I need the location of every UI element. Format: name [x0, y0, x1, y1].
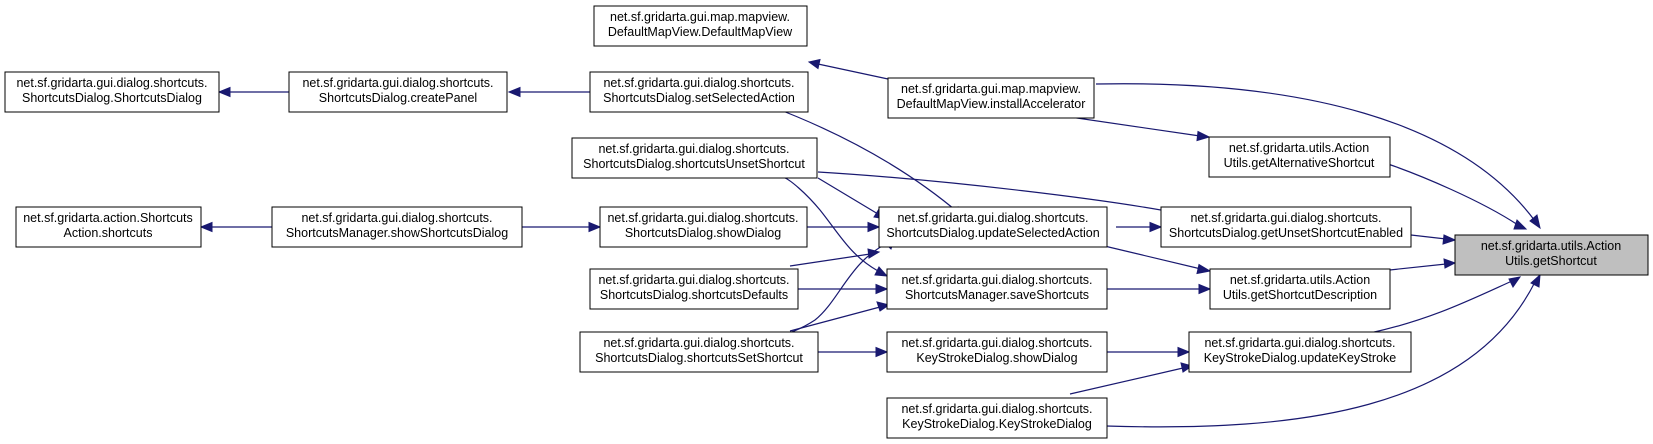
- node-shortcuts-dialog-constructor[interactable]: net.sf.gridarta.gui.dialog.shortcuts. Sh…: [4, 71, 220, 113]
- nodes: net.sf.gridarta.gui.dialog.shortcuts. Sh…: [4, 5, 1649, 439]
- node-shortcuts-set-shortcut[interactable]: net.sf.gridarta.gui.dialog.shortcuts. Sh…: [579, 331, 819, 373]
- node-label-line1: net.sf.gridarta.utils.Action: [1481, 239, 1621, 253]
- node-label-line1: net.sf.gridarta.gui.dialog.shortcuts.: [301, 211, 492, 225]
- node-label-line2: ShortcutsDialog.showDialog: [625, 226, 781, 240]
- node-label-line2: Action.shortcuts: [64, 226, 153, 240]
- node-get-alternative-shortcut[interactable]: net.sf.gridarta.utils.Action Utils.getAl…: [1208, 136, 1391, 178]
- edge-save-to-unset: [784, 177, 889, 277]
- edge-update-to-show: [807, 221, 881, 233]
- node-label-line2: ShortcutsDialog.ShortcutsDialog: [22, 91, 202, 105]
- edge-createpanel-to-ctor: [217, 86, 289, 98]
- node-default-map-view-constructor[interactable]: net.sf.gridarta.gui.map.mapview. Default…: [593, 5, 808, 47]
- edge-save-to-defaults: [798, 283, 889, 295]
- node-shortcuts-dialog-show[interactable]: net.sf.gridarta.gui.dialog.shortcuts. Sh…: [599, 206, 808, 248]
- edge-save-to-setsc: [789, 301, 891, 332]
- edges: [199, 58, 1541, 428]
- edge-root-to-desc: [1379, 258, 1457, 272]
- node-label-line2: DefaultMapView.DefaultMapView: [608, 25, 793, 39]
- node-save-shortcuts[interactable]: net.sf.gridarta.gui.dialog.shortcuts. Sh…: [886, 268, 1108, 310]
- node-shortcuts-action[interactable]: net.sf.gridarta.action.Shortcuts Action.…: [15, 206, 202, 248]
- edge-show-to-smshow: [522, 221, 602, 233]
- node-label-line1: net.sf.gridarta.gui.dialog.shortcuts.: [1190, 211, 1381, 225]
- node-label-line1: net.sf.gridarta.gui.dialog.shortcuts.: [1204, 336, 1395, 350]
- node-label-line1: net.sf.gridarta.gui.dialog.shortcuts.: [598, 273, 789, 287]
- edge-update-to-unset: [817, 177, 888, 220]
- node-label-line2: ShortcutsDialog.getUnsetShortcutEnabled: [1169, 226, 1403, 240]
- node-label-line2: KeyStrokeDialog.showDialog: [916, 351, 1077, 365]
- node-label-line2: ShortcutsManager.showShortcutsDialog: [286, 226, 508, 240]
- node-install-accelerator[interactable]: net.sf.gridarta.gui.map.mapview. Default…: [887, 77, 1095, 119]
- node-label-line2: Utils.getAlternativeShortcut: [1224, 156, 1375, 170]
- edge-ksshow-to-setsc: [818, 346, 889, 358]
- node-shortcuts-defaults[interactable]: net.sf.gridarta.gui.dialog.shortcuts. Sh…: [589, 268, 799, 310]
- edge-setselected-to-createpanel: [507, 86, 590, 98]
- node-get-shortcut-description[interactable]: net.sf.gridarta.utils.Action Utils.getSh…: [1209, 268, 1391, 310]
- node-shortcuts-unset-shortcut[interactable]: net.sf.gridarta.gui.dialog.shortcuts. Sh…: [571, 137, 818, 179]
- node-label-line1: net.sf.gridarta.gui.map.mapview.: [610, 10, 790, 24]
- edge-desc-to-update: [1095, 243, 1212, 275]
- node-label-line1: net.sf.gridarta.action.Shortcuts: [23, 211, 193, 225]
- edge-root-to-ksupdate: [1369, 276, 1522, 334]
- edge-alt-to-install: [1069, 116, 1211, 142]
- node-label-line2: Utils.getShortcut: [1505, 254, 1597, 268]
- node-keystroke-dialog-constructor[interactable]: net.sf.gridarta.gui.dialog.shortcuts. Ke…: [886, 397, 1108, 439]
- node-label-line2: KeyStrokeDialog.updateKeyStroke: [1204, 351, 1397, 365]
- node-label-line1: net.sf.gridarta.gui.dialog.shortcuts.: [598, 142, 789, 156]
- edge-root-to-alt: [1387, 163, 1528, 230]
- node-label-line2: ShortcutsDialog.createPanel: [319, 91, 477, 105]
- edge-shortcutsdlg-to-action: [199, 221, 272, 233]
- node-label-line2: DefaultMapView.installAccelerator: [897, 97, 1086, 111]
- node-get-shortcut-root[interactable]: net.sf.gridarta.utils.Action Utils.getSh…: [1454, 234, 1649, 276]
- node-label-line2: KeyStrokeDialog.KeyStrokeDialog: [902, 417, 1092, 431]
- node-label-line1: net.sf.gridarta.utils.Action: [1230, 273, 1370, 287]
- edge-install-to-mapctor: [807, 58, 889, 80]
- node-label-line2: ShortcutsDialog.shortcutsSetShortcut: [595, 351, 803, 365]
- node-label-line1: net.sf.gridarta.gui.map.mapview.: [901, 82, 1081, 96]
- node-label-line1: net.sf.gridarta.gui.dialog.shortcuts.: [603, 336, 794, 350]
- node-label-line1: net.sf.gridarta.gui.dialog.shortcuts.: [302, 76, 493, 90]
- node-label-line2: ShortcutsManager.saveShortcuts: [905, 288, 1089, 302]
- edge-getunset-to-update: [1116, 221, 1163, 233]
- node-label-line1: net.sf.gridarta.gui.dialog.shortcuts.: [901, 402, 1092, 416]
- node-label-line1: net.sf.gridarta.utils.Action: [1229, 141, 1369, 155]
- node-keystroke-show-dialog[interactable]: net.sf.gridarta.gui.dialog.shortcuts. Ke…: [886, 331, 1108, 373]
- node-get-unset-shortcut-enabled[interactable]: net.sf.gridarta.gui.dialog.shortcuts. Sh…: [1160, 206, 1412, 248]
- node-label-line1: net.sf.gridarta.gui.dialog.shortcuts.: [16, 76, 207, 90]
- edge-root-to-ksctor: [1105, 273, 1541, 428]
- node-update-selected-action[interactable]: net.sf.gridarta.gui.dialog.shortcuts. Sh…: [878, 206, 1108, 248]
- node-label-line2: ShortcutsDialog.shortcutsDefaults: [600, 288, 788, 302]
- node-create-panel[interactable]: net.sf.gridarta.gui.dialog.shortcuts. Sh…: [288, 71, 508, 113]
- edge-ksupdate-to-ksshow: [1107, 346, 1191, 358]
- node-show-shortcuts-dialog[interactable]: net.sf.gridarta.gui.dialog.shortcuts. Sh…: [271, 206, 523, 248]
- node-set-selected-action[interactable]: net.sf.gridarta.gui.dialog.shortcuts. Sh…: [589, 71, 809, 113]
- node-label-line2: Utils.getShortcutDescription: [1223, 288, 1377, 302]
- node-label-line2: ShortcutsDialog.shortcutsUnsetShortcut: [583, 157, 805, 171]
- node-label-line1: net.sf.gridarta.gui.dialog.shortcuts.: [607, 211, 798, 225]
- node-label-line1: net.sf.gridarta.gui.dialog.shortcuts.: [603, 76, 794, 90]
- edge-root-to-install: [1095, 83, 1541, 230]
- edge-root-to-getunset: [1410, 234, 1457, 245]
- node-update-keystroke[interactable]: net.sf.gridarta.gui.dialog.shortcuts. Ke…: [1188, 331, 1412, 373]
- node-label-line1: net.sf.gridarta.gui.dialog.shortcuts.: [901, 336, 1092, 350]
- node-label-line1: net.sf.gridarta.gui.dialog.shortcuts.: [901, 273, 1092, 287]
- node-label-line2: ShortcutsDialog.updateSelectedAction: [886, 226, 1099, 240]
- node-label-line1: net.sf.gridarta.gui.dialog.shortcuts.: [897, 211, 1088, 225]
- node-label-line2: ShortcutsDialog.setSelectedAction: [603, 91, 795, 105]
- edge-desc-to-save: [1107, 283, 1212, 295]
